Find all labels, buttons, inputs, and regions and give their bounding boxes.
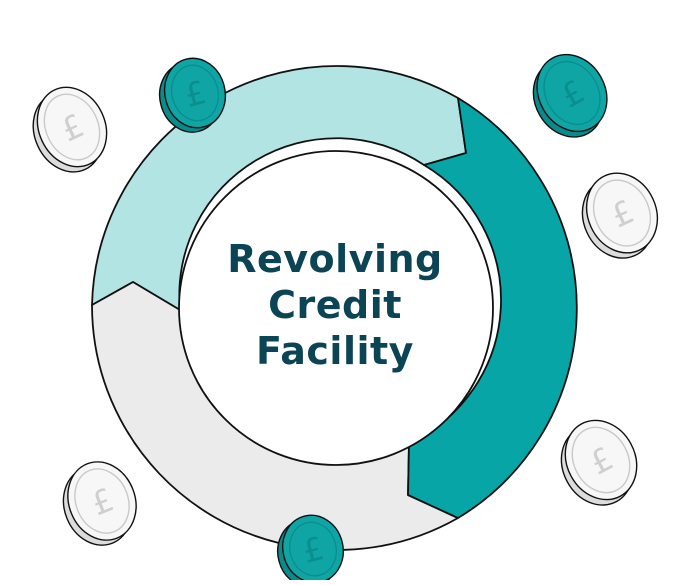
title-line-1: Revolving	[227, 237, 443, 281]
coin-teal-top: £	[158, 57, 227, 133]
center-circle	[178, 150, 494, 466]
coin-teal-bottom: £	[276, 514, 344, 585]
coin-teal-top-right: £	[532, 53, 608, 138]
coin-white-right: £	[581, 172, 659, 259]
title-line-3: Facility	[256, 329, 414, 373]
coin-white-top-left: £	[32, 86, 108, 173]
title-line-2: Credit	[268, 283, 402, 327]
coin-white-bottom-right: £	[560, 419, 638, 506]
segment-dark-teal	[407, 97, 578, 519]
diagram-title: Revolving Credit Facility	[200, 236, 470, 374]
coin-white-bottom-left: £	[62, 461, 137, 546]
